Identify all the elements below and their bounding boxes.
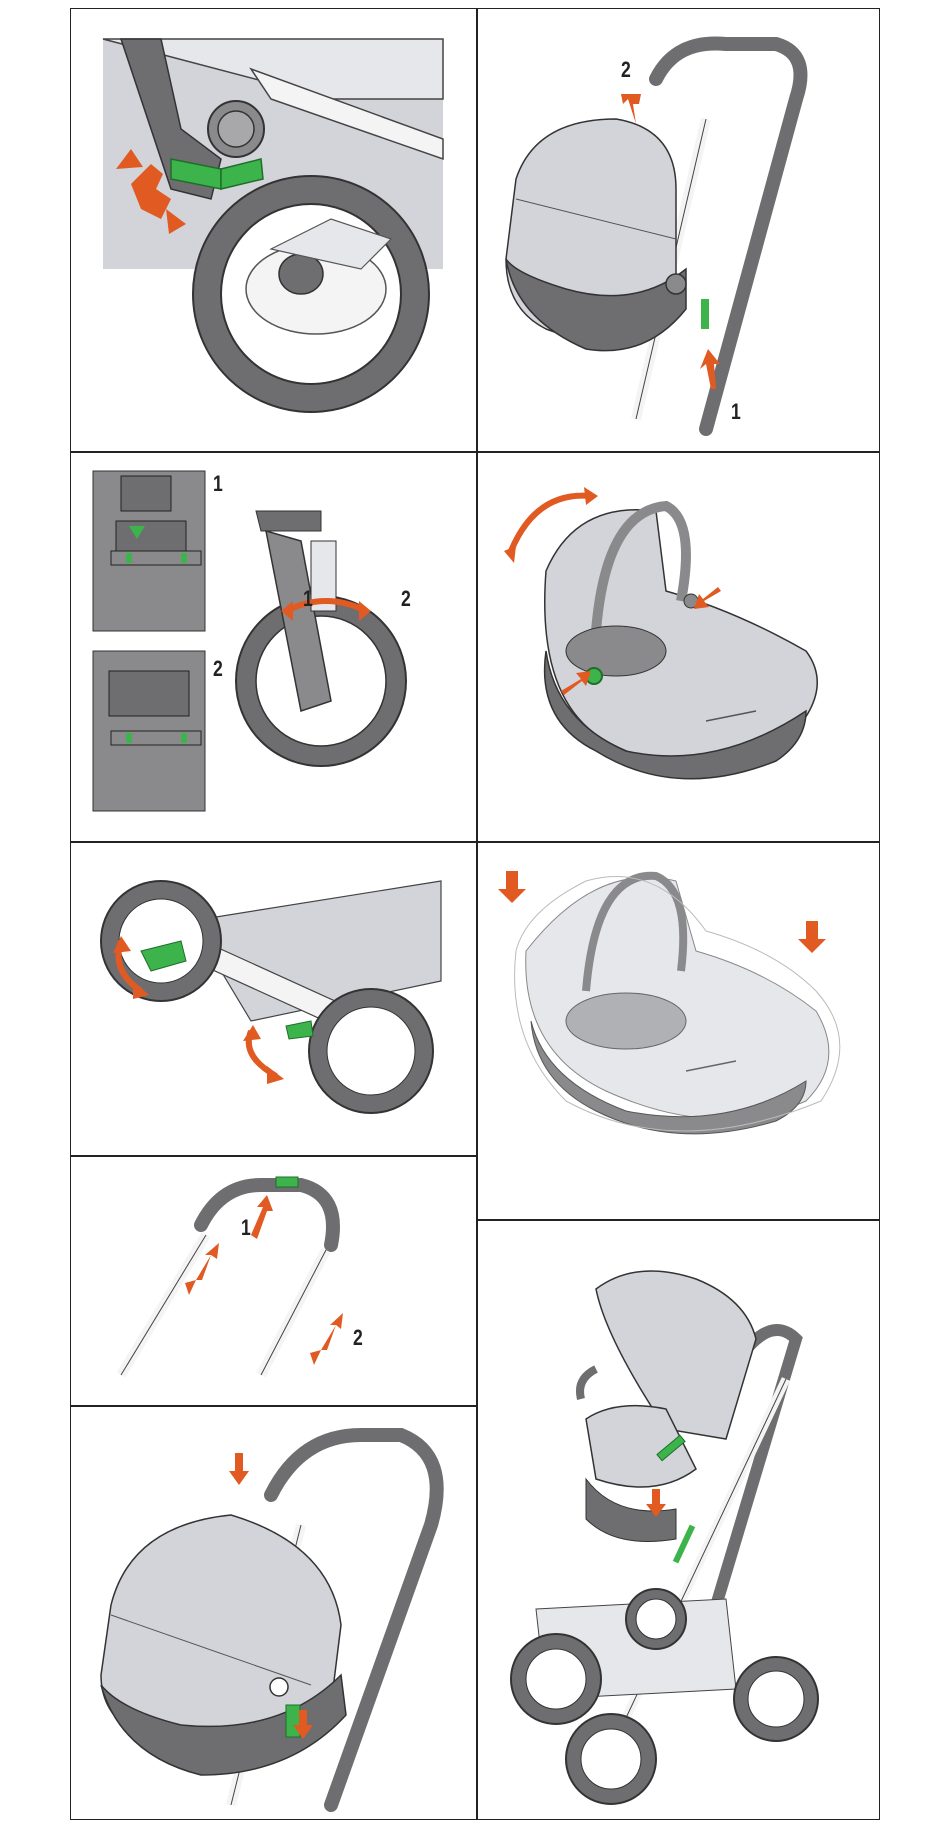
- panel-suspension-adjust: 1 2 1 2: [71, 451, 476, 841]
- step-label-1: 1: [241, 1215, 251, 1241]
- handlebar-illustration: [71, 1155, 476, 1405]
- carrycot-hood-illustration: [476, 451, 880, 841]
- instruction-sheet: 2 1 1 2 1 2: [70, 8, 880, 1820]
- panel-handlebar-adjust: 1 2: [71, 1155, 476, 1405]
- dial-label-2: 2: [401, 586, 411, 612]
- step-label-2: 2: [353, 1325, 363, 1351]
- panel-rear-brake: [71, 841, 476, 1155]
- swivel-wheel-illustration: [71, 9, 476, 451]
- panel-carrycot-hood: [476, 451, 880, 841]
- suspension-illustration: [71, 451, 476, 841]
- panel-swivel-wheel-lock: [71, 9, 476, 451]
- carrycot-net-illustration: [476, 841, 880, 1219]
- panel-carrycot-release: 2 1: [476, 9, 880, 451]
- inset-label-2: 2: [213, 656, 223, 682]
- panel-carrycot-attach: [71, 1405, 476, 1819]
- step-label-1: 1: [731, 399, 741, 425]
- carrycot-attach-illustration: [71, 1405, 476, 1819]
- panel-stroller-seat: [476, 1219, 880, 1819]
- stroller-seat-illustration: [476, 1219, 880, 1819]
- step-label-2: 2: [621, 57, 631, 83]
- dial-label-1: 1: [303, 586, 313, 612]
- rear-brake-illustration: [71, 841, 476, 1155]
- inset-label-1: 1: [213, 471, 223, 497]
- carrycot-release-illustration: [476, 9, 880, 451]
- panel-carrycot-net: [476, 841, 880, 1219]
